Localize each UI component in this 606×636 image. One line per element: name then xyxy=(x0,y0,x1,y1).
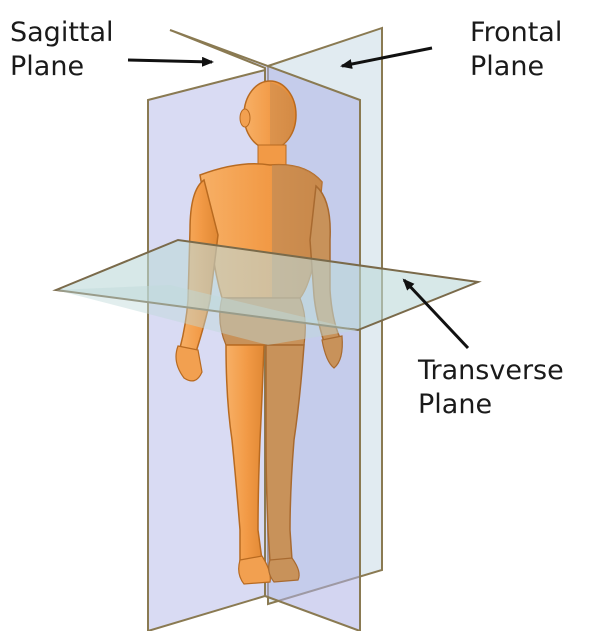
transverse-label-line2: Plane xyxy=(418,388,564,422)
frontal-label-line1: Frontal xyxy=(470,16,562,50)
sagittal-arrow xyxy=(128,60,212,62)
sagittal-plane-label: Sagittal Plane xyxy=(10,16,114,84)
frontal-label-line2: Plane xyxy=(470,50,562,84)
transverse-plane-label: Transverse Plane xyxy=(418,354,564,422)
transverse-label-line1: Transverse xyxy=(418,354,564,388)
sagittal-label-line1: Sagittal xyxy=(10,16,114,50)
sagittal-label-line2: Plane xyxy=(10,50,114,84)
frontal-plane-label: Frontal Plane xyxy=(470,16,562,84)
